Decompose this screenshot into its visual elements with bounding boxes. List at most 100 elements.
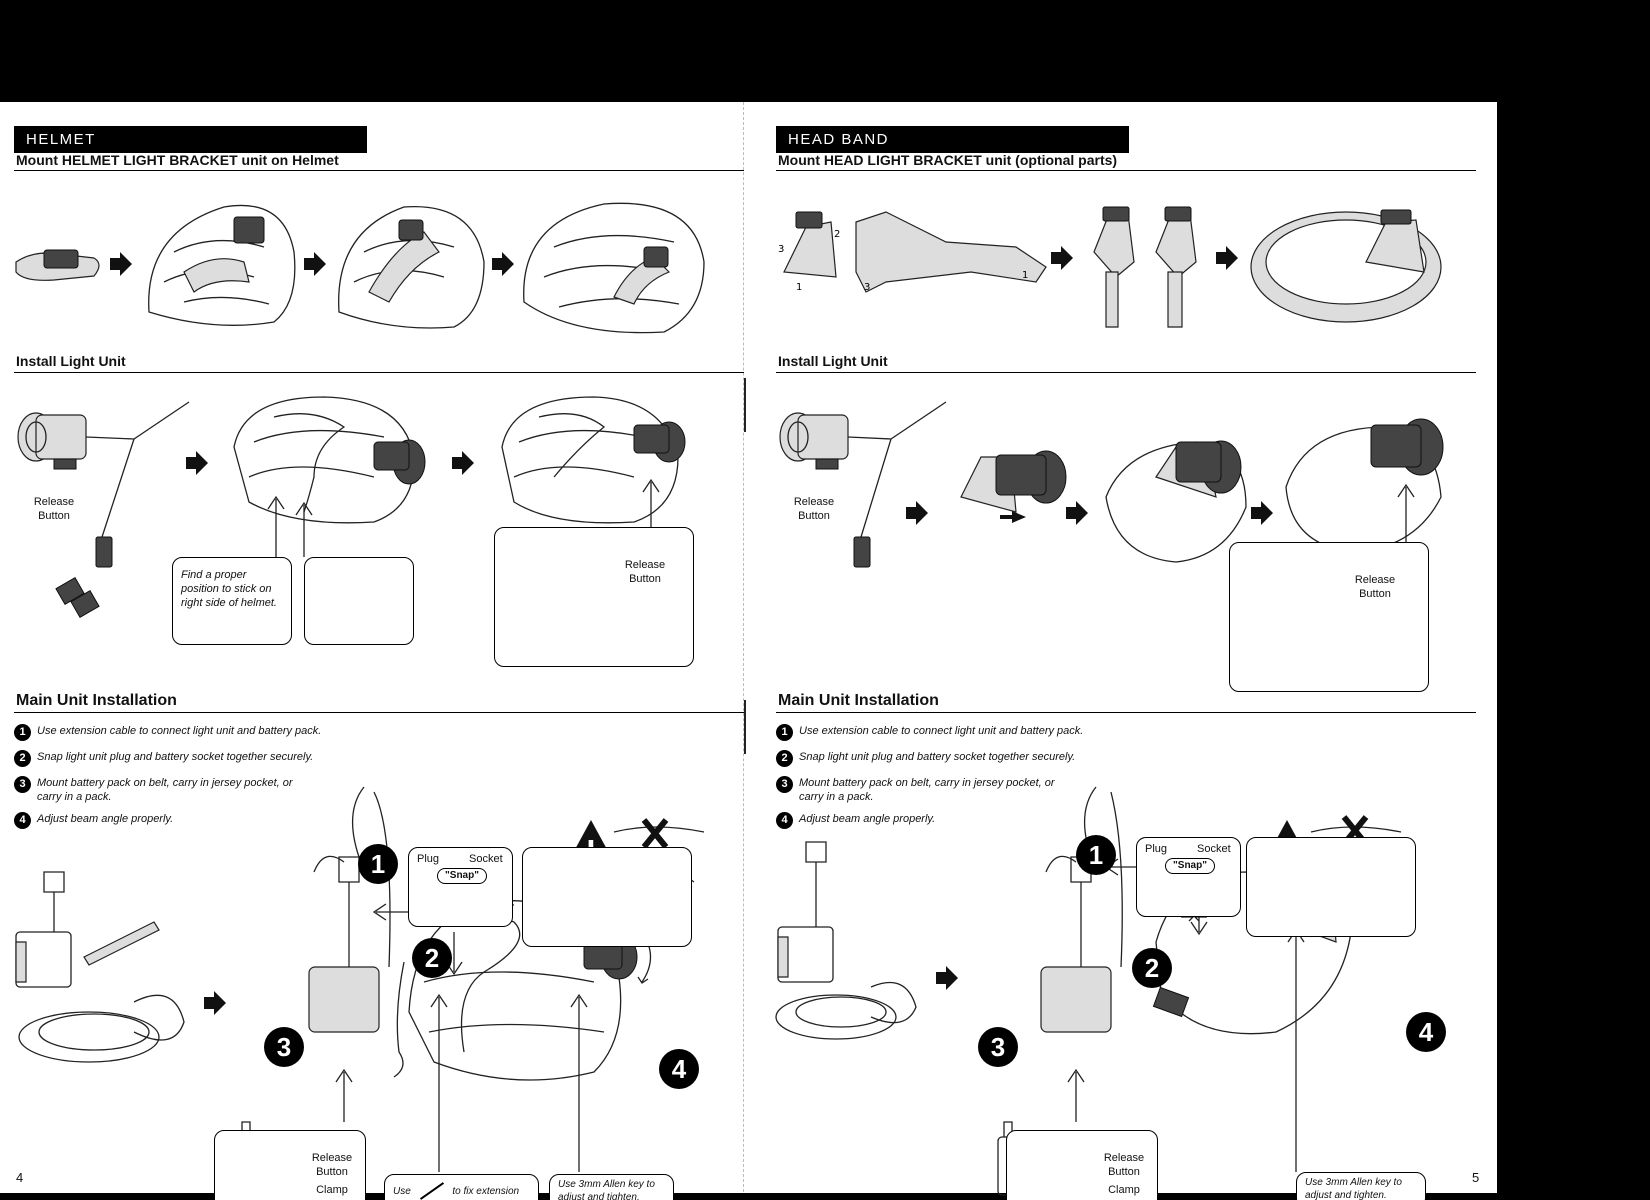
plug-label: Plug xyxy=(417,853,440,865)
callout-number-3: 3 xyxy=(264,1027,304,1067)
light-unit-figure xyxy=(780,402,946,567)
snap-label: "Snap" xyxy=(437,868,487,884)
callout-number-2: 2 xyxy=(412,938,452,978)
callout-number-2: 2 xyxy=(1132,948,1172,988)
socket-label: Socket xyxy=(1197,843,1231,855)
title-rule xyxy=(776,712,1476,713)
plug-socket-callout: Plug Socket "Snap" xyxy=(1136,837,1241,917)
title-rule xyxy=(14,712,744,713)
head-main-unit-diagram: ! xyxy=(776,732,1476,1192)
strap-number: 2 xyxy=(834,229,840,240)
right-arrow-icon xyxy=(186,451,208,475)
clamp-label: Clamp xyxy=(316,1184,348,1196)
release-inset-callout: Release Button xyxy=(1229,542,1429,692)
battery-pack-figure xyxy=(1041,787,1122,1032)
strap-number: 1 xyxy=(1022,270,1028,281)
top-black-border xyxy=(0,0,1650,102)
page-number-left: 4 xyxy=(16,1170,24,1185)
strap-number: 3 xyxy=(778,244,784,255)
helmet-strap-figure-3 xyxy=(524,203,704,332)
title-rule xyxy=(776,372,1476,373)
head-band-mount-diagram: 3 2 1 1 3 xyxy=(778,192,1476,352)
velcro-note-rest: to fix extension cable. xyxy=(452,1186,520,1197)
velcro-strap-icon xyxy=(419,1182,444,1200)
allen-note: Use 3mm Allen key to adjust and tighten. xyxy=(1305,1177,1402,1200)
head-band-assembled-figure xyxy=(1251,210,1441,322)
velcro-note-callout: Use to fix extension cable. xyxy=(384,1174,539,1200)
release-button-inset-label: Release Button xyxy=(1354,574,1396,600)
install-light-title: Install Light Unit xyxy=(16,353,126,369)
right-arrow-icon xyxy=(906,501,928,525)
right-arrow-icon xyxy=(110,252,132,276)
allen-note-callout: Use 3mm Allen key to adjust and tighten. xyxy=(549,1174,674,1200)
battery-clamp-callout: Release Button Clamp xyxy=(1006,1130,1158,1200)
install-light-title: Install Light Unit xyxy=(778,353,888,369)
main-unit-title: Main Unit Installation xyxy=(16,692,177,709)
head-band-light-figure-2 xyxy=(1286,419,1443,552)
callout-number-1: 1 xyxy=(1076,835,1116,875)
section-band-helmet: HELMET xyxy=(14,126,367,153)
package-contents-figure xyxy=(776,842,916,1039)
left-arrow-icon xyxy=(1000,511,1026,523)
page-number-right: 5 xyxy=(1472,1170,1480,1185)
allen-note-callout: Use 3mm Allen key to adjust and tighten. xyxy=(1296,1172,1426,1200)
allen-note: Use 3mm Allen key to adjust and tighten. xyxy=(558,1179,655,1200)
main-unit-diagram: ! xyxy=(14,732,744,1192)
strap-number: 3 xyxy=(864,282,870,293)
light-unit-figure xyxy=(18,402,189,617)
right-arrow-icon xyxy=(204,991,226,1015)
helmet-bracket-mount-diagram xyxy=(14,192,744,342)
velcro-note-use: Use xyxy=(393,1186,411,1197)
sticker-figure-callout xyxy=(304,557,414,645)
warning-callout xyxy=(522,847,692,947)
bottom-black-border xyxy=(0,1193,1497,1200)
release-button-label: Release Button xyxy=(793,496,835,522)
bracket-on-strap-figures xyxy=(1094,207,1196,327)
title-rule xyxy=(776,170,1476,171)
release-inset-callout: Release Button xyxy=(494,527,694,667)
right-arrow-icon xyxy=(1066,501,1088,525)
right-arrow-icon xyxy=(1251,501,1273,525)
callout-number-4: 4 xyxy=(659,1049,699,1089)
warning-callout xyxy=(1246,837,1416,937)
battery-release-label: Release Button xyxy=(311,1152,353,1178)
battery-release-label: Release Button xyxy=(1103,1152,1145,1178)
helmet-strap-figure-2 xyxy=(339,207,484,328)
helmet-strap-figure-1 xyxy=(149,205,295,325)
page-head-band: HEAD BAND Mount HEAD LIGHT BRACKET unit … xyxy=(776,102,1506,1200)
battery-clamp-callout: Release Button Clamp xyxy=(214,1130,366,1200)
light-to-bracket-figure xyxy=(961,451,1066,523)
page-gutter xyxy=(743,102,744,1192)
gutter-mark xyxy=(744,378,746,432)
sticker-note: Find a proper position to stick on right… xyxy=(181,569,277,609)
page-helmet: HELMET Mount HELMET LIGHT BRACKET unit o… xyxy=(14,102,744,1200)
right-arrow-icon xyxy=(936,966,958,990)
title-rule xyxy=(14,170,744,171)
x-mark-icon xyxy=(644,820,666,847)
callout-number-3: 3 xyxy=(978,1027,1018,1067)
right-arrow-icon xyxy=(452,451,474,475)
mount-head-band-title: Mount HEAD LIGHT BRACKET unit (optional … xyxy=(778,152,1118,168)
strap-number: 1 xyxy=(796,282,802,293)
head-band-light-figure-1 xyxy=(1106,441,1246,562)
right-arrow-icon xyxy=(492,252,514,276)
head-bracket-and-strap-figure: 3 2 1 1 3 xyxy=(778,212,1046,293)
snap-label: "Snap" xyxy=(1165,858,1215,874)
plug-label: Plug xyxy=(1145,843,1168,855)
main-unit-title: Main Unit Installation xyxy=(778,692,939,709)
clamp-label: Clamp xyxy=(1108,1184,1140,1196)
right-arrow-icon xyxy=(304,252,326,276)
bracket-strap-figure xyxy=(16,250,99,280)
gutter-mark xyxy=(744,700,746,754)
release-button-inset-label: Release Button xyxy=(624,559,666,585)
callout-number-1: 1 xyxy=(358,844,398,884)
right-arrow-icon xyxy=(1216,246,1238,270)
title-rule xyxy=(14,372,744,373)
